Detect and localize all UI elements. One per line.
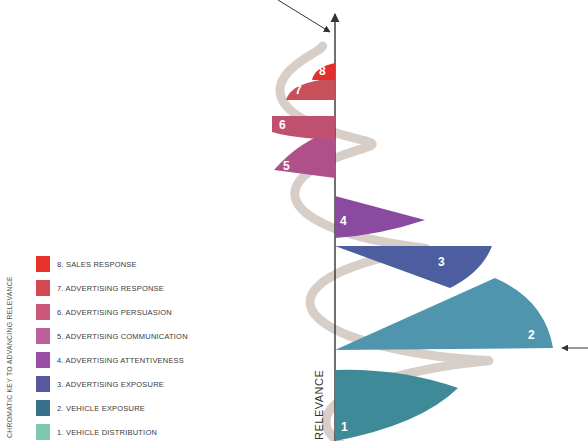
legend-swatch	[36, 352, 50, 368]
callout-number: 1	[341, 421, 348, 433]
relevance-wedge: 4	[335, 194, 427, 240]
wedge-shape	[284, 78, 336, 102]
legend-swatch	[36, 280, 50, 296]
wedge-shape	[335, 196, 425, 238]
wedge-shape	[335, 278, 553, 350]
legend-swatch	[36, 376, 50, 392]
wedge-shape	[335, 194, 427, 240]
legend-text: 6. ADVERTISING PERSUASION	[57, 308, 172, 317]
wedge-shape	[335, 246, 492, 288]
relevance-wedge: 8	[310, 61, 336, 82]
wedge-shape	[268, 112, 336, 142]
legend-title: CHROMATIC KEY TO ADVANCING RELEVANCE	[6, 276, 15, 438]
legend-text: 2. VEHICLE EXPOSURE	[57, 404, 145, 413]
wedge-shape	[272, 116, 335, 140]
legend-swatch	[36, 256, 50, 272]
wedge-shape	[335, 368, 461, 441]
callout-number: 2	[528, 329, 535, 341]
wedge-shape	[335, 370, 458, 441]
relevance-wedge: 1	[335, 368, 461, 441]
legend-swatch	[36, 328, 50, 344]
legend-text: 8. SALES RESPONSE	[57, 260, 137, 269]
callout-number: 8	[319, 65, 326, 77]
legend-text: 1. VEHICLE DISTRIBUTION	[57, 428, 157, 437]
entry-arrow	[278, 0, 330, 32]
callout-number: 4	[340, 215, 347, 227]
callout-number: 6	[279, 119, 286, 131]
legend-text: 5. ADVERTISING COMMUNICATION	[57, 332, 188, 341]
callout-number: 3	[438, 256, 445, 268]
spiral-band	[280, 46, 489, 441]
wedge-shape	[312, 63, 335, 80]
legend-text: 3. ADVERTISING EXPOSURE	[57, 380, 164, 389]
wedge-shape	[335, 276, 555, 352]
axis-label: RELEVANCE	[313, 370, 326, 440]
callout-number: 7	[295, 84, 302, 96]
callout-number: 5	[283, 160, 290, 172]
relevance-wedge: 2	[335, 276, 555, 352]
spiral-band	[280, 46, 489, 441]
legend-swatch	[36, 424, 50, 440]
legend-swatch	[36, 400, 50, 416]
wedge-shape	[335, 244, 495, 290]
wedge-shape	[286, 80, 335, 100]
legend-text: 4. ADVERTISING ATTENTIVENESS	[57, 356, 184, 365]
legend-swatch	[36, 304, 50, 320]
legend-text: 7. ADVERTISING RESPONSE	[57, 284, 164, 293]
relevance-wedge: 3	[335, 244, 495, 290]
relevance-wedge: 7	[284, 78, 336, 102]
side-arrow	[562, 348, 588, 349]
relevance-wedge: 6	[268, 112, 336, 142]
